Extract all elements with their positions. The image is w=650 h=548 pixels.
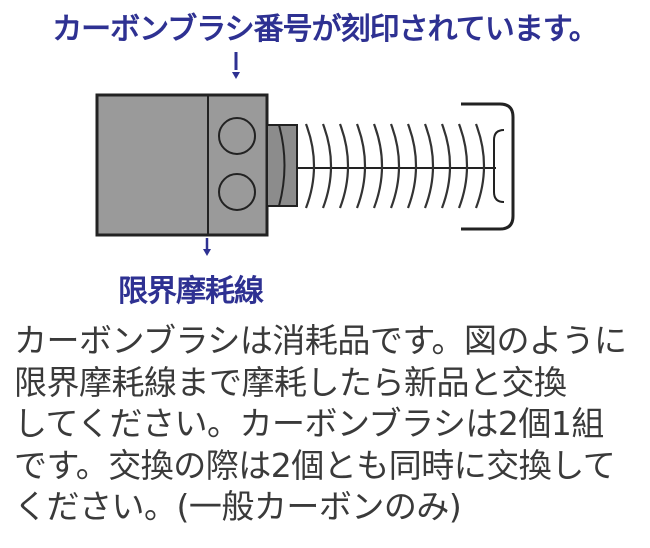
terminal (266, 124, 298, 207)
end-cap (461, 102, 515, 231)
spring (304, 123, 486, 209)
number-stamp-circles (218, 117, 256, 211)
description-line: カーボンブラシは消耗品です。図のように (14, 321, 627, 360)
carbon-brush-body (95, 93, 269, 237)
stamp-arrow-icon (232, 52, 240, 79)
limit-wear-line-label: 限界摩耗線 (118, 274, 264, 309)
limit-line-arrow-icon (203, 238, 211, 256)
description-line: 限界摩耗線まで摩耗したら新品と交換 (14, 362, 567, 402)
description-line: です。交換の際は2個とも同時に交換して (14, 445, 616, 485)
description-line: ください。(一般カーボンのみ) (14, 487, 462, 526)
description-line: してください。カーボンブラシは2個1組 (14, 404, 604, 443)
description-text: カーボンブラシは消耗品です。図のように 限界摩耗線まで摩耗したら新品と交換 して… (14, 320, 644, 528)
stamp-notice-title: カーボンブラシ番号が刻印されています。 (52, 12, 599, 47)
